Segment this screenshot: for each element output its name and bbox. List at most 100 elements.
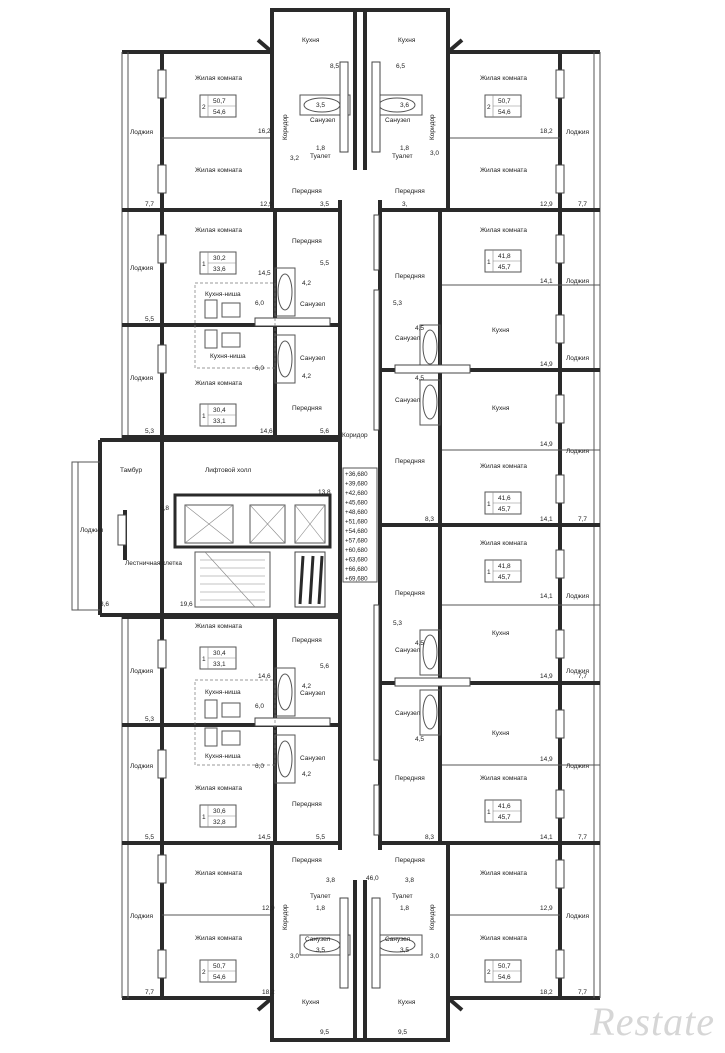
svg-text:5,5: 5,5 <box>316 834 325 841</box>
svg-text:6,5: 6,5 <box>396 63 405 70</box>
svg-text:4,5: 4,5 <box>415 640 424 647</box>
level-6: +51,680 <box>345 519 368 526</box>
label-loggia: Лоджия <box>566 763 590 770</box>
label-kitchen: Кухня <box>398 999 416 1006</box>
apartment-badges: 2 50,7 54,6 2 50,7 54,6 1 30,2 33,6 1 <box>199 94 522 983</box>
svg-text:46,0: 46,0 <box>366 875 379 882</box>
svg-text:2: 2 <box>202 104 206 111</box>
svg-text:2: 2 <box>202 969 206 976</box>
label-living: Жилая комната <box>480 870 527 877</box>
svg-text:45,7: 45,7 <box>498 574 511 581</box>
label-bathroom: Санузел <box>310 117 336 124</box>
svg-text:32,8: 32,8 <box>213 819 226 826</box>
svg-text:1: 1 <box>487 809 491 816</box>
svg-text:3,: 3, <box>402 201 408 208</box>
svg-text:14,6: 14,6 <box>258 673 271 680</box>
svg-text:3,6: 3,6 <box>400 102 409 109</box>
label-bathroom: Санузел <box>385 936 411 943</box>
label-bathroom: Санузел <box>300 355 326 362</box>
level-9: +60,680 <box>345 547 368 554</box>
label-living: Жилая комната <box>480 463 527 470</box>
label-loggia: Лоджия <box>130 129 154 136</box>
label-toilet: Туалет <box>310 153 331 160</box>
label-living: Жилая комната <box>195 935 242 942</box>
svg-text:3,5: 3,5 <box>320 201 329 208</box>
level-5: +48,680 <box>345 509 368 516</box>
svg-text:4,5: 4,5 <box>415 375 424 382</box>
svg-text:5,3: 5,3 <box>145 716 154 723</box>
svg-text:14,1: 14,1 <box>540 278 553 285</box>
apartment-badge-bottom-right: 2 50,7 54,6 <box>484 959 522 983</box>
svg-text:9,5: 9,5 <box>398 1029 407 1036</box>
svg-text:14,5: 14,5 <box>258 834 271 841</box>
label-bathroom: Санузел <box>300 755 326 762</box>
label-kitchen: Кухня <box>302 999 320 1006</box>
label-living: Жилая комната <box>195 870 242 877</box>
svg-text:19,6: 19,6 <box>180 601 193 608</box>
svg-text:14,6: 14,6 <box>260 428 273 435</box>
svg-text:5,5: 5,5 <box>145 834 154 841</box>
label-kitchen-niche: Кухня-ниша <box>205 689 241 696</box>
svg-text:7,7: 7,7 <box>578 673 587 680</box>
svg-text:50,7: 50,7 <box>213 963 226 970</box>
label-living: Жилая комната <box>480 227 527 234</box>
svg-text:14,9: 14,9 <box>540 441 553 448</box>
window-marks <box>117 69 565 979</box>
label-bathroom: Санузел <box>300 301 326 308</box>
label-loggia: Лоджия <box>130 763 154 770</box>
svg-text:8,6: 8,6 <box>100 601 109 608</box>
svg-text:41,8: 41,8 <box>498 563 511 570</box>
label-kitchen: Кухня <box>492 730 510 737</box>
svg-text:18,2: 18,2 <box>262 989 275 996</box>
label-kitchen: Кухня <box>492 327 510 334</box>
svg-text:5,3: 5,3 <box>393 300 402 307</box>
label-toilet: Туалет <box>392 893 413 900</box>
label-hall: Передняя <box>292 857 322 864</box>
apartment-badge-right-3: 1 41,8 45,7 <box>484 559 522 583</box>
svg-text:8,3: 8,3 <box>425 516 434 523</box>
label-kitchen: Кухня <box>302 37 320 44</box>
svg-text:14,1: 14,1 <box>540 516 553 523</box>
label-living: Жилая комната <box>195 623 242 630</box>
svg-text:6,0: 6,0 <box>255 365 264 372</box>
svg-text:5,6: 5,6 <box>320 428 329 435</box>
svg-text:3,8: 3,8 <box>326 877 335 884</box>
svg-text:50,7: 50,7 <box>498 98 511 105</box>
label-hall: Передняя <box>395 273 425 280</box>
apartment-badge-top-left: 2 50,7 54,6 <box>199 94 237 118</box>
level-12: +69,680 <box>345 576 368 583</box>
svg-text:5,3: 5,3 <box>145 428 154 435</box>
label-kitchen-niche: Кухня-ниша <box>210 353 246 360</box>
label-bathroom: Санузел <box>305 936 331 943</box>
label-bathroom: Санузел <box>300 690 326 697</box>
label-corridor: Коридор <box>282 114 289 140</box>
label-corridor: Коридор <box>342 432 368 439</box>
apartment-badge-right-4: 1 41,6 45,7 <box>484 799 522 823</box>
label-loggia: Лоджия <box>130 668 154 675</box>
svg-text:4,2: 4,2 <box>302 683 311 690</box>
svg-text:54,6: 54,6 <box>498 109 511 116</box>
label-bathroom: Санузел <box>385 117 411 124</box>
label-kitchen: Кухня <box>492 405 510 412</box>
svg-text:1: 1 <box>202 413 206 420</box>
label-hall: Передняя <box>292 801 322 808</box>
label-living: Жилая комната <box>480 167 527 174</box>
label-corridor: Коридор <box>429 904 436 930</box>
label-loggia: Лоджия <box>566 355 590 362</box>
label-living: Жилая комната <box>480 935 527 942</box>
svg-text:8,3: 8,3 <box>425 834 434 841</box>
label-kitchen-niche: Кухня-ниша <box>205 291 241 298</box>
bathroom-fixtures <box>254 61 471 989</box>
label-hall: Передняя <box>292 238 322 245</box>
svg-text:6,0: 6,0 <box>255 300 264 307</box>
svg-text:3,5: 3,5 <box>316 947 325 954</box>
svg-text:12,9: 12,9 <box>540 905 553 912</box>
label-living: Жилая комната <box>480 775 527 782</box>
svg-text:30,6: 30,6 <box>213 808 226 815</box>
label-loggia: Лоджия <box>566 448 590 455</box>
label-toilet: Туалет <box>392 153 413 160</box>
label-loggia: Лоджия <box>130 913 154 920</box>
svg-text:8,5: 8,5 <box>330 63 339 70</box>
svg-text:1: 1 <box>202 261 206 268</box>
